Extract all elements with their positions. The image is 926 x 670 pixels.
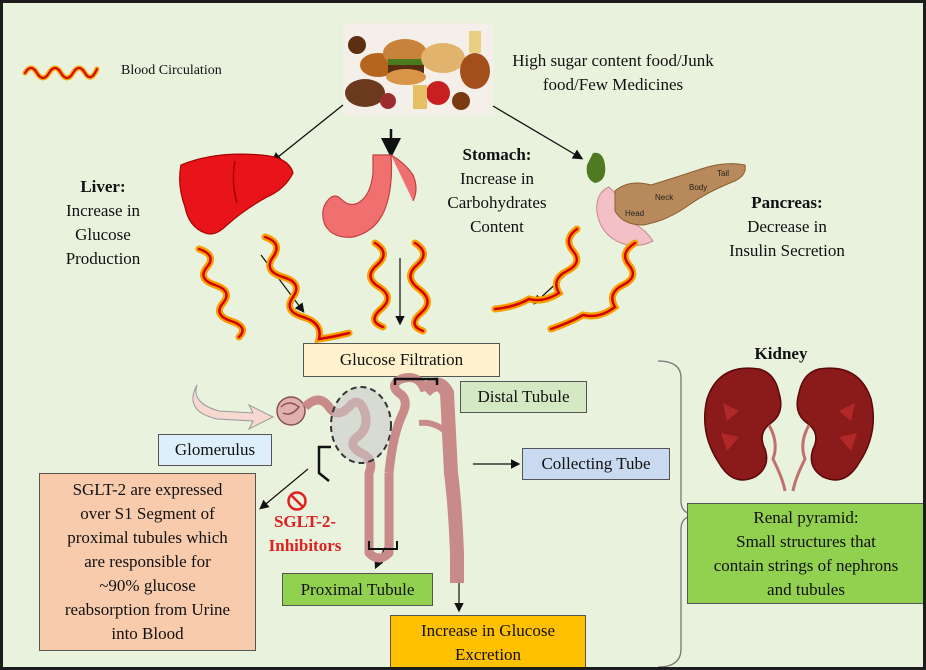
sglt2-inhibitors-line2: Inhibitors	[257, 534, 353, 558]
sglt2-inhibitors-line1: SGLT-2-	[257, 510, 353, 534]
renal-pyramid-line2: Small structures that	[736, 530, 876, 554]
glucose-excretion-line2: Excretion	[455, 643, 521, 667]
sglt2-note-line5: ~90% glucose	[99, 574, 196, 598]
renal-pyramid-line3: contain strings of nephrons	[714, 554, 899, 578]
sglt2-note-line7: into Blood	[111, 622, 183, 646]
sglt2-note-line4: are responsible for	[84, 550, 211, 574]
glucose-excretion-line1: Increase in Glucose	[421, 619, 555, 643]
sglt2-note-box: SGLT-2 are expressed over S1 Segment of …	[39, 473, 256, 651]
blood-wave-icon	[495, 229, 577, 309]
glomerulus-box: Glomerulus	[158, 434, 272, 466]
proximal-tubule-box: Proximal Tubule	[282, 573, 433, 606]
renal-pyramid-line4: and tubules	[767, 578, 845, 602]
sglt2-note-line3: proximal tubules which	[67, 526, 228, 550]
sglt2-note-line1: SGLT-2 are expressed	[73, 478, 223, 502]
blood-wave-icon	[410, 243, 427, 331]
blood-wave-icon	[265, 237, 349, 339]
collecting-tube-box: Collecting Tube	[522, 448, 670, 480]
sglt2-inhibitors-label: SGLT-2- Inhibitors	[257, 510, 353, 558]
distal-tubule-box: Distal Tubule	[460, 381, 587, 413]
kidney-icon	[699, 363, 879, 493]
no-symbol-icon	[286, 490, 308, 512]
sglt2-note-line6: reabsorption from Urine	[65, 598, 230, 622]
sglt2-note-line2: over S1 Segment of	[80, 502, 215, 526]
renal-pyramid-box: Renal pyramid: Small structures that con…	[687, 503, 925, 604]
blood-wave-icon	[370, 243, 387, 327]
glucose-excretion-box: Increase in Glucose Excretion	[390, 615, 586, 670]
renal-pyramid-line1: Renal pyramid:	[753, 506, 858, 530]
